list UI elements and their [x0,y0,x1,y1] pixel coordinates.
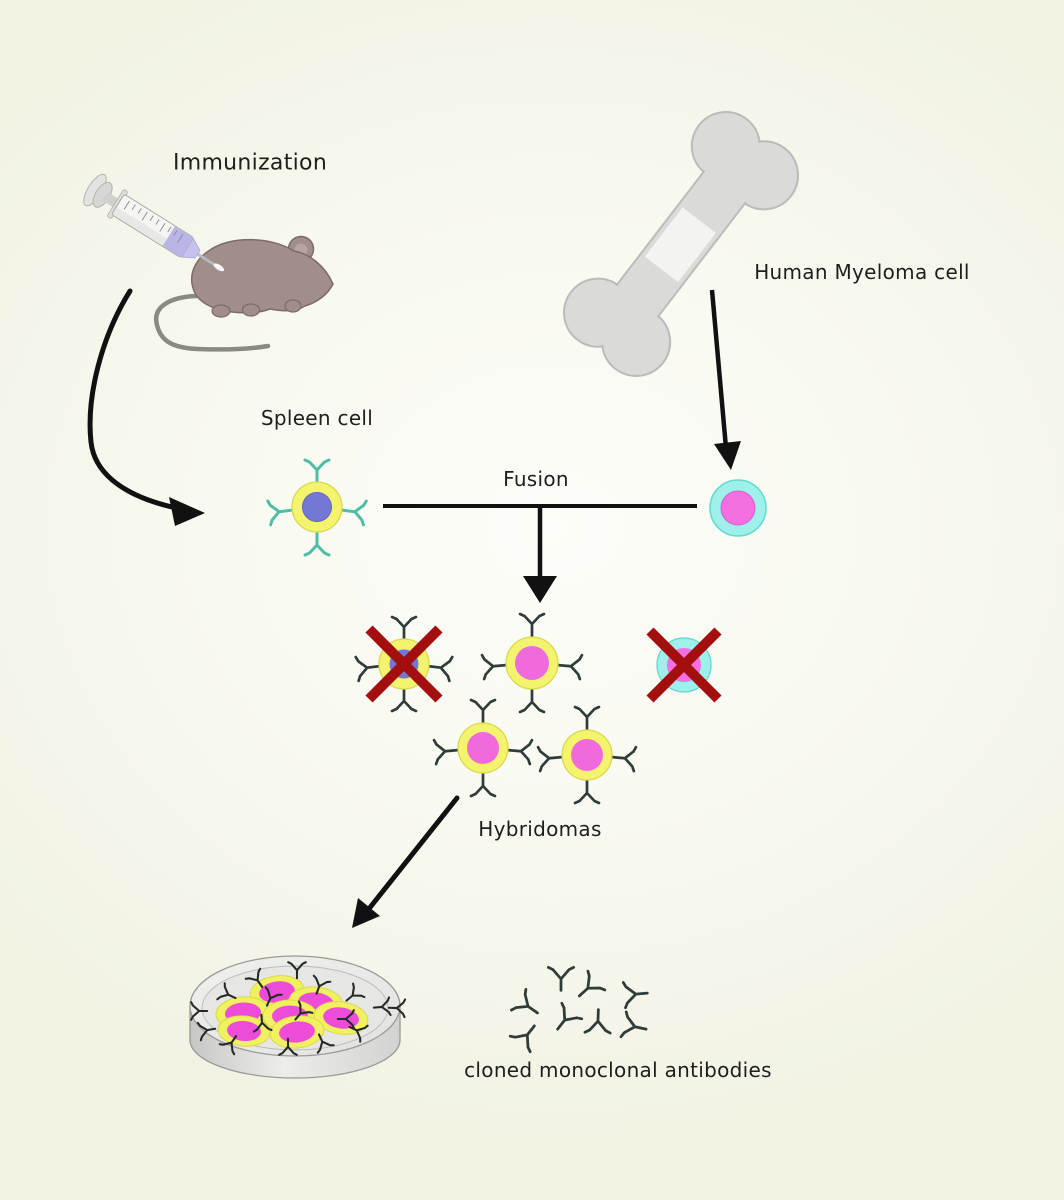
crossed-spleen-cell [354,615,454,713]
myeloma-cell-illustration [709,479,767,537]
rejection-cross [365,625,443,703]
mouse-tail [153,293,271,352]
immunization-arrow [87,288,205,526]
spleen-cell-illustration [266,458,368,557]
fusion-connector [383,504,697,603]
petri-dish-illustration [189,955,407,1079]
rejection-cross [646,627,722,703]
antibody-cluster [508,965,651,1054]
immunization-label: Immunization [172,150,328,176]
bone-illustration [563,111,799,377]
human-myeloma-cell-label: Human Myeloma cell [754,260,970,284]
hybridomas-label: Hybridomas [478,817,602,841]
selection-arrow [352,795,460,928]
hybridoma-cell-1 [480,612,584,714]
syringe-illustration [83,173,225,272]
mouse-body [190,238,334,314]
hybridoma-cell-3 [536,705,638,805]
mouse-feet [211,299,302,318]
cloned-monoclonal-antibodies-label: cloned monoclonal antibodies [464,1058,772,1082]
myeloma-arrow [709,289,741,470]
crossed-myeloma-cell [646,627,722,703]
spleen-cell-label: Spleen cell [260,406,374,430]
hybridoma-cell-2 [432,698,534,798]
hybridoma-group [354,612,722,805]
fusion-label: Fusion [503,467,569,491]
mouse-illustration [153,235,334,352]
